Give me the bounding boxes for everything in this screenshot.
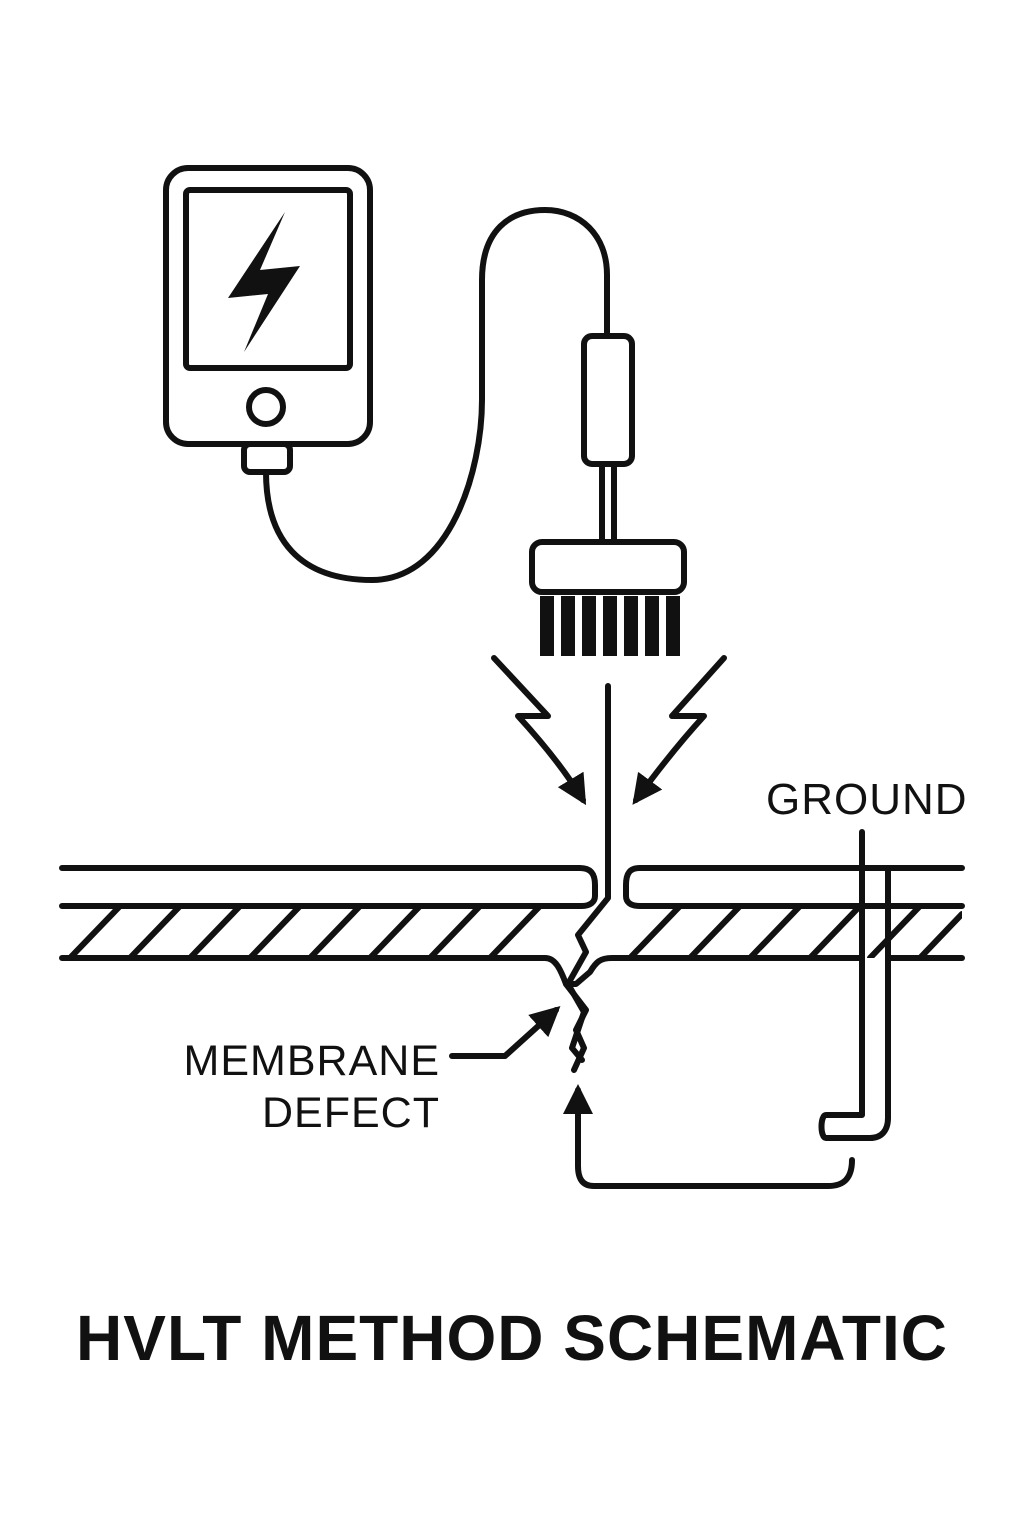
membrane-defect-line2: DEFECT	[262, 1088, 440, 1137]
membrane-crack-icon	[563, 981, 589, 1073]
tester-device-icon	[163, 165, 373, 475]
lightning-bolt-icon	[228, 212, 300, 352]
brush-electrode-icon	[529, 333, 687, 656]
ground-label: GROUND	[766, 775, 968, 824]
membrane-defect-label: MEMBRANE DEFECT	[170, 1036, 440, 1139]
return-path-arrow	[563, 1084, 855, 1189]
roof-layers	[59, 865, 965, 987]
diagram-title: HVLT METHOD SCHEMATIC	[76, 1302, 948, 1374]
test-cable	[263, 207, 610, 583]
membrane-defect-line1: MEMBRANE	[183, 1037, 440, 1085]
ground-rod-icon	[818, 829, 891, 1141]
spark-path	[565, 683, 611, 1063]
defect-leader-line	[449, 1005, 561, 1059]
spark-icon	[491, 655, 727, 806]
